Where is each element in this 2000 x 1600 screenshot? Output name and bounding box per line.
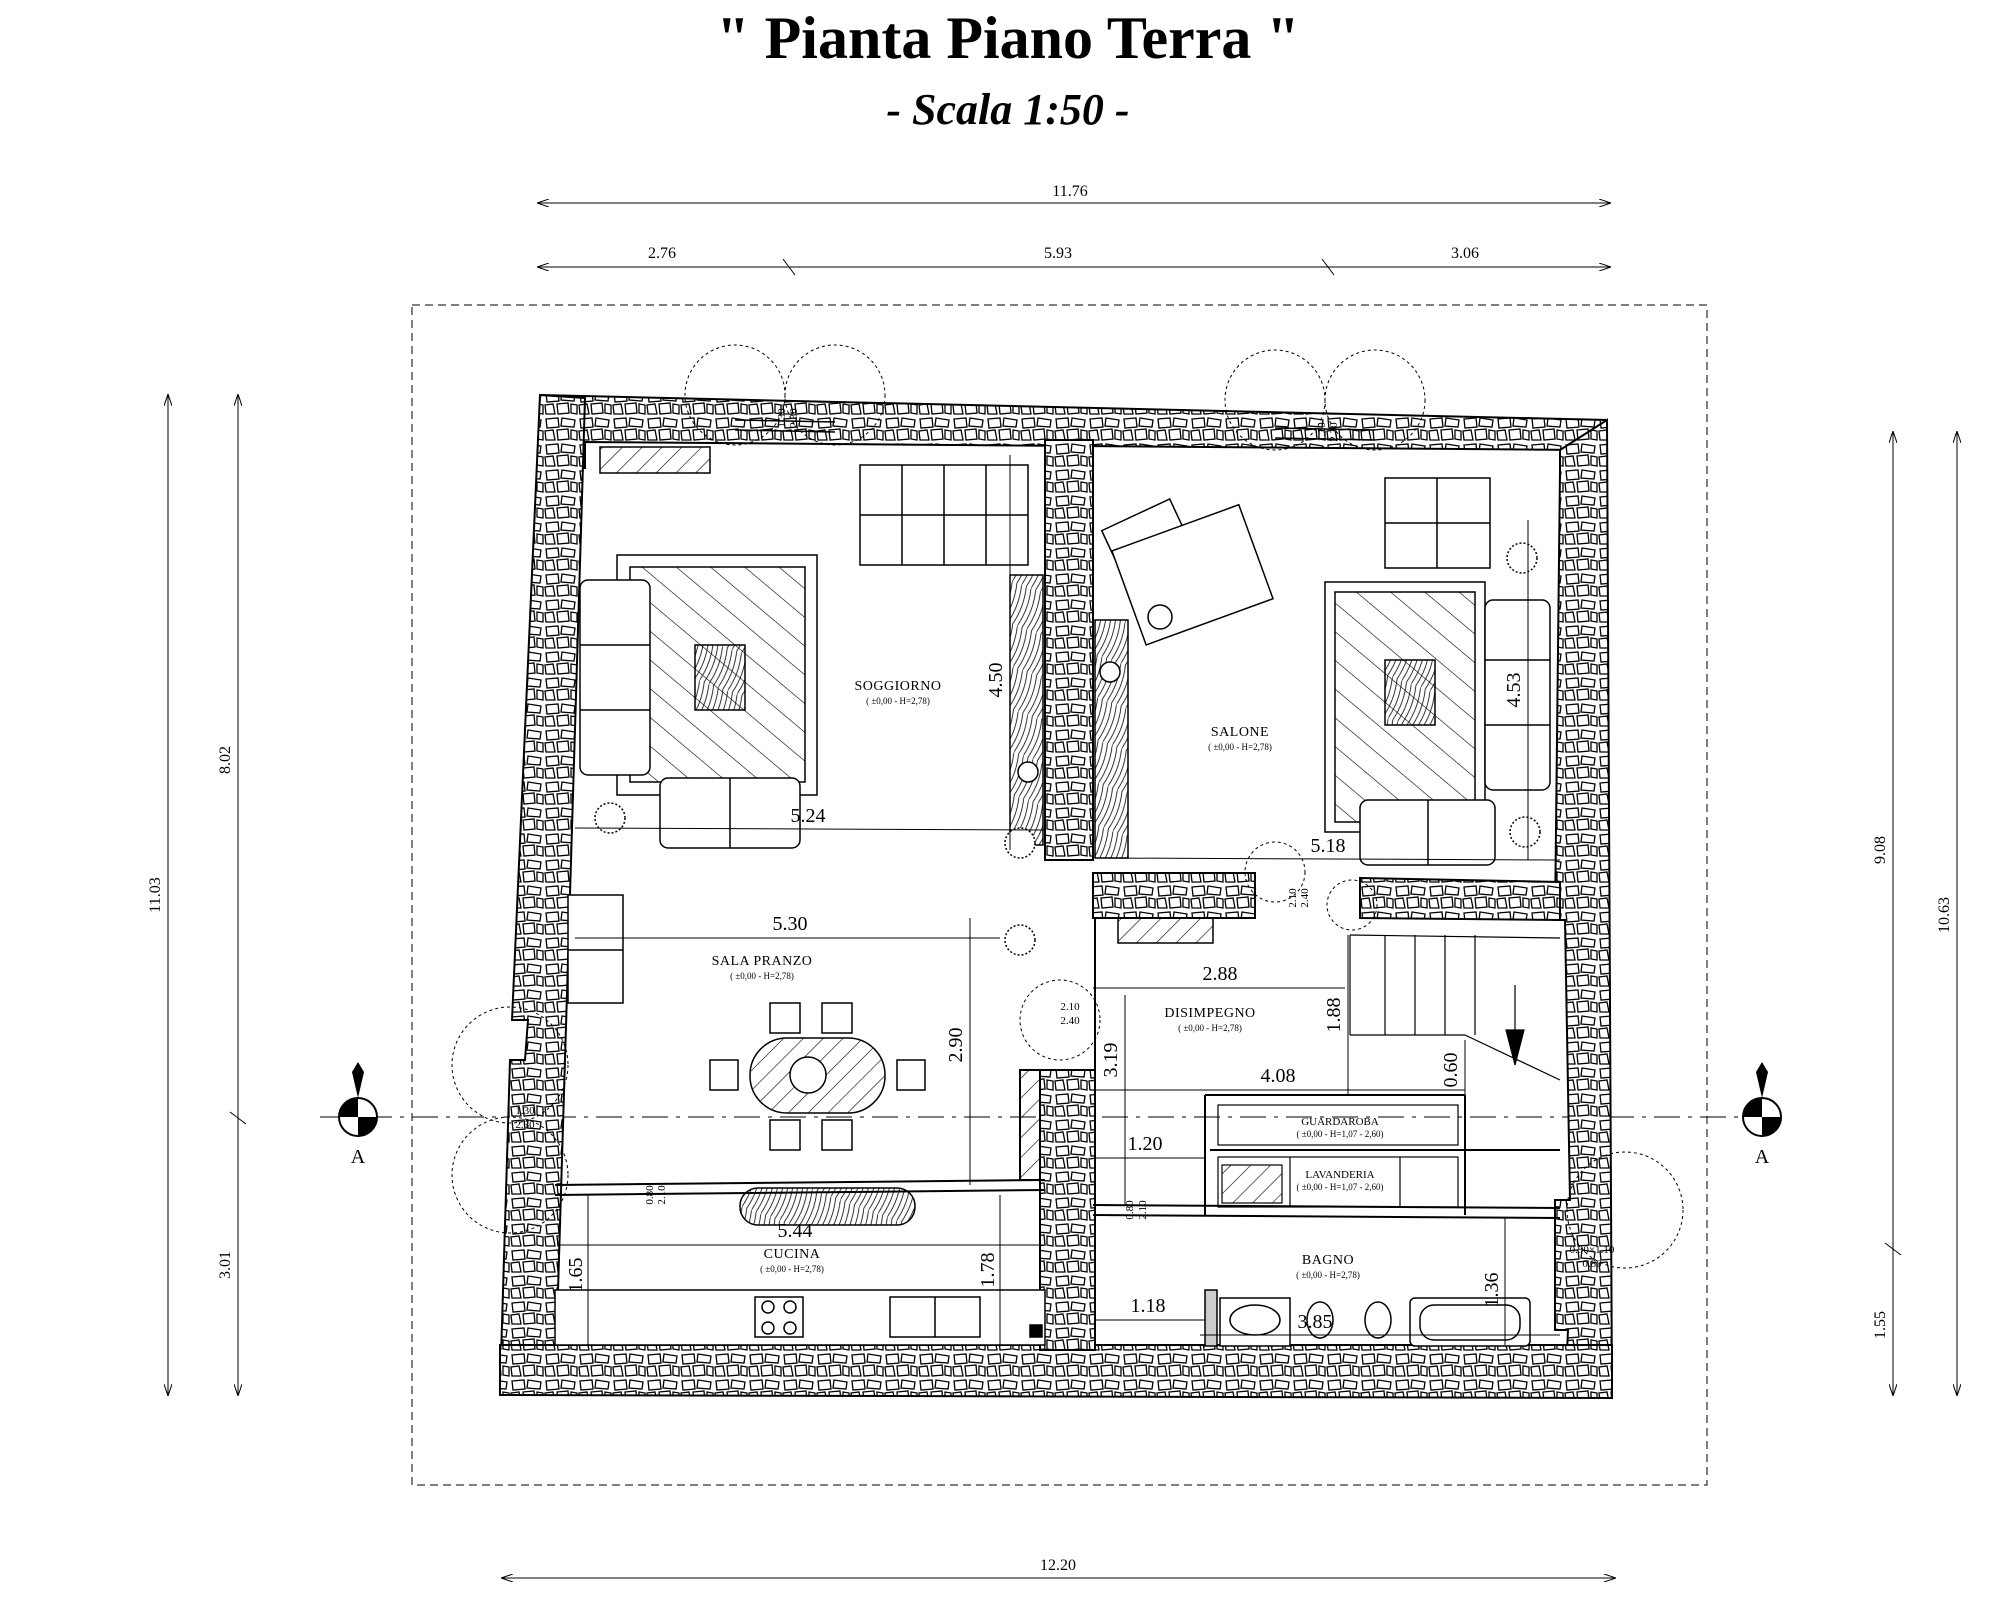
top-dimensions: [538, 203, 1610, 276]
dim-salone-w: 5.18: [1311, 835, 1346, 857]
pranzo-furniture: [567, 894, 1036, 1151]
dim-pranzo-w: 5.30: [773, 913, 808, 935]
opening-door-240-b: 2.40: [1060, 1015, 1080, 1027]
cucina-furniture: [554, 1187, 1046, 1346]
storage-boxes: [1217, 1104, 1459, 1208]
hatched-block-soggiorno: [599, 446, 711, 474]
dim-top-left: 2.76: [648, 245, 676, 262]
win-top-a-2: 1.30: [1316, 422, 1328, 442]
dim-stair-h: 1.88: [1323, 998, 1345, 1033]
plan-scale: - Scala 1:50 -: [886, 85, 1129, 134]
dim-left-upper: 8.02: [217, 746, 234, 774]
room-info-bagno: ( ±0,00 - H=2,78): [1296, 1270, 1360, 1280]
hatched-block-disimpegno: [1117, 917, 1214, 944]
plan-title: " Pianta Piano Terra ": [716, 5, 1299, 71]
room-name-disimpegno: DISIMPEGNO: [1164, 1006, 1255, 1021]
dim-cucina-h1: 1.65: [565, 1258, 587, 1293]
soggiorno-furniture: [579, 464, 1044, 859]
room-name-lavanderia: LAVANDERIA: [1305, 1169, 1374, 1181]
section-marker-left: [338, 1062, 378, 1137]
room-name-cucina: CUCINA: [764, 1247, 821, 1262]
win-top-b-2: 2.30: [1328, 422, 1340, 442]
opening-door-210: 2.10: [1287, 888, 1299, 908]
opening-win-090-110: 0.90×1.10: [1570, 1244, 1615, 1256]
property-boundary: [411, 304, 1708, 1486]
dim-bagno-w2: 3.85: [1298, 1311, 1333, 1333]
win-top-a-1: 1.30: [776, 408, 788, 428]
dim-salone-h: 4.53: [1503, 673, 1525, 708]
room-name-bagno: BAGNO: [1302, 1253, 1354, 1268]
dim-right-total: 10.63: [1936, 897, 1953, 933]
dim-disimpegno-h: 3.19: [1100, 1043, 1122, 1078]
room-info-soggiorno: ( ±0,00 - H=2,78): [866, 696, 930, 706]
inner-dimension-lines: [560, 455, 1561, 1345]
section-marker-right: [1742, 1062, 1782, 1137]
door-swings: [451, 344, 1684, 1269]
dim-top-total: 11.76: [1052, 183, 1087, 200]
dim-corr-w: 1.20: [1128, 1133, 1163, 1155]
dim-pranzo-h: 2.90: [945, 1028, 967, 1063]
opening-win-side-b: 2.30: [515, 1119, 535, 1131]
room-info-cucina: ( ±0,00 - H=2,78): [760, 1264, 824, 1274]
opening-door-210-d: 2.10: [1137, 1200, 1149, 1220]
stone-walls: [498, 393, 1614, 1400]
opening-win-side-a: 1.30: [515, 1105, 535, 1117]
dim-bottom-total: 12.20: [1040, 1557, 1076, 1574]
room-info-lavanderia: ( ±0,00 - H=1,07 - 2,60): [1296, 1182, 1383, 1192]
room-name-salone: SALONE: [1211, 725, 1269, 740]
room-info-disimpegno: ( ±0,00 - H=2,78): [1178, 1023, 1242, 1033]
room-name-sala-pranzo: SALA PRANZO: [712, 954, 813, 969]
bagno-fixtures: [1204, 1289, 1531, 1347]
opening-door-210-b: 2.10: [1060, 1001, 1080, 1013]
dim-top-right: 3.06: [1451, 245, 1479, 262]
dim-bagno-w1: 1.18: [1131, 1295, 1166, 1317]
dim-bagno-h: 1.36: [1481, 1273, 1503, 1308]
left-dimensions: [168, 395, 247, 1395]
dim-soggiorno-w: 5.24: [791, 805, 826, 827]
room-name-guardaroba: GUARDAROBA: [1301, 1116, 1379, 1128]
dim-stair-w: 4.08: [1261, 1065, 1296, 1087]
room-info-guardaroba: ( ±0,00 - H=1,07 - 2,60): [1296, 1129, 1383, 1139]
right-dimensions: [1884, 432, 1957, 1395]
dim-left-lower: 3.01: [217, 1251, 234, 1279]
dim-right-lower: 1.55: [1872, 1311, 1889, 1339]
room-info-sala-pranzo: ( ±0,00 - H=2,78): [730, 971, 794, 981]
section-label-right: A: [1755, 1146, 1770, 1168]
opening-door-080-b: 0.80: [1124, 1200, 1136, 1220]
dim-disimpegno-w: 2.88: [1203, 963, 1238, 985]
stair: [1349, 934, 1561, 1081]
room-name-soggiorno: SOGGIORNO: [855, 679, 942, 694]
dim-cucina-h2: 1.78: [977, 1253, 999, 1288]
opening-door-210-c: 2.10: [656, 1185, 668, 1205]
opening-door-240: 2.40: [1299, 888, 1311, 908]
room-info-salone: ( ±0,00 - H=2,78): [1208, 742, 1272, 752]
dim-left-total: 11.03: [147, 877, 164, 912]
dim-stair-small: 0.60: [1440, 1053, 1462, 1088]
opening-door-080-a: 0.80: [644, 1185, 656, 1205]
dim-soggiorno-h: 4.50: [985, 663, 1007, 698]
win-top-b-1: 2.30: [788, 408, 800, 428]
opening-win-080: 0.80: [1582, 1258, 1602, 1270]
dim-right-upper: 9.08: [1872, 836, 1889, 864]
windows-top: [734, 419, 1376, 441]
section-label-left: A: [351, 1146, 366, 1168]
salone-furniture: [1094, 477, 1551, 866]
dim-cucina-w: 5.44: [778, 1220, 813, 1242]
dim-top-mid: 5.93: [1044, 245, 1072, 262]
